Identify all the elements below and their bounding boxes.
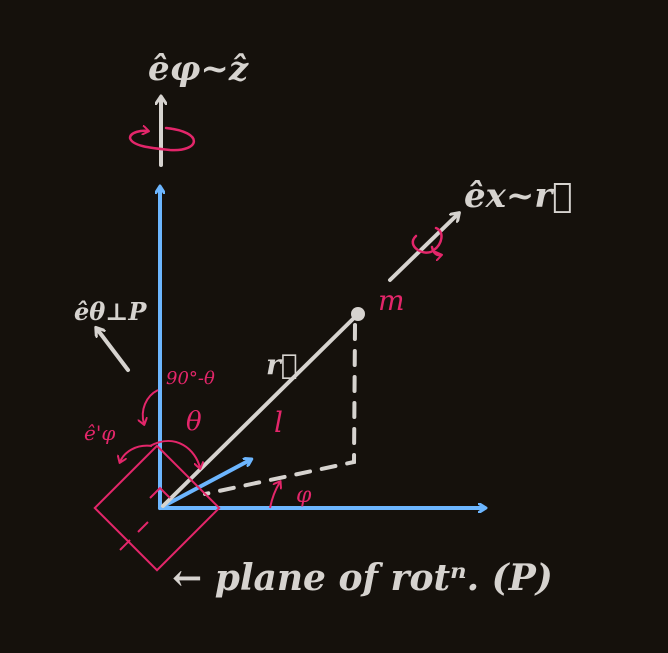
label-e-x-r: êx~r⃗: [464, 176, 573, 216]
label-r-vector: r⃗: [266, 348, 298, 381]
projection-dashed-line: [203, 323, 357, 496]
angle-phi-arc: [269, 482, 280, 509]
label-90-minus-theta: 90°-θ: [166, 368, 215, 389]
x-unit-vector: [388, 214, 458, 282]
angle-theta-arc: [149, 440, 200, 468]
position-vector-r: [161, 312, 360, 508]
label-plane-of-rotation: ← plane of rotⁿ. (P): [172, 557, 553, 599]
label-m: m: [378, 284, 405, 317]
angle-90-theta-arc: [143, 389, 159, 424]
label-phi: φ: [296, 483, 312, 508]
mass-point: [351, 307, 365, 321]
label-e-phi-prime: ê'φ: [84, 421, 115, 445]
right-angle-mark: [149, 486, 171, 499]
plane-of-rotation-square: [93, 444, 221, 572]
in-plane-unit-vector: [158, 460, 250, 510]
label-l: l: [274, 406, 283, 439]
theta-unit-vector: [97, 329, 130, 372]
angle-theta-arc-left: [120, 444, 153, 462]
rotation-arrow-top: [128, 128, 196, 152]
label-e-phi-z: êφ~ẑ: [148, 49, 249, 89]
label-e-theta-perp-p: êθ⊥P: [74, 297, 147, 326]
label-theta: θ: [186, 407, 202, 437]
plane-dashed-edge: [119, 521, 149, 551]
rotation-arrow-x-tail: [430, 245, 441, 255]
